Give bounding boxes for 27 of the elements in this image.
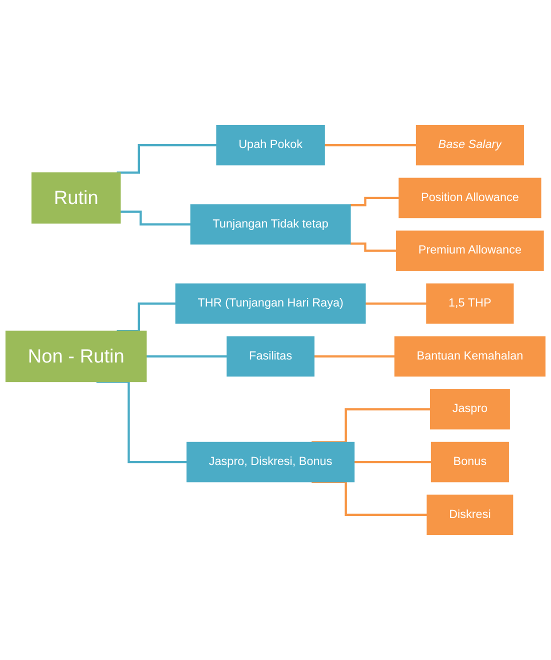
- connector: [120, 210, 191, 226]
- connector: [96, 380, 187, 464]
- node-box: Jaspro: [430, 389, 510, 430]
- connector: [350, 242, 396, 252]
- node-box: Diskresi: [426, 494, 514, 536]
- connector: [350, 196, 399, 206]
- connector: [324, 144, 416, 146]
- node-box: 1,5 THP: [426, 283, 514, 324]
- connector: [312, 480, 428, 516]
- node-box: Bantuan Kemahalan: [394, 336, 546, 377]
- node-box: Jaspro, Diskresi, Bonus: [186, 442, 355, 482]
- connector: [354, 460, 432, 464]
- node-box: Premium Allowance: [396, 230, 544, 271]
- node-box: Bonus: [430, 442, 509, 482]
- node-box: Rutin: [31, 172, 121, 224]
- node-box: THR (Tunjangan Hari Raya): [175, 283, 366, 324]
- connector: [116, 302, 176, 332]
- connector: [314, 355, 395, 358]
- node-box: Fasilitas: [226, 336, 314, 377]
- node-box: Non - Rutin: [6, 330, 147, 382]
- connector: [312, 408, 430, 444]
- node-box: Tunjangan Tidak tetap: [190, 204, 351, 245]
- connector: [365, 302, 426, 305]
- connector: [146, 355, 228, 358]
- node-box: Upah Pokok: [216, 124, 325, 166]
- node-box: Position Allowance: [398, 178, 542, 218]
- connector: [116, 144, 217, 174]
